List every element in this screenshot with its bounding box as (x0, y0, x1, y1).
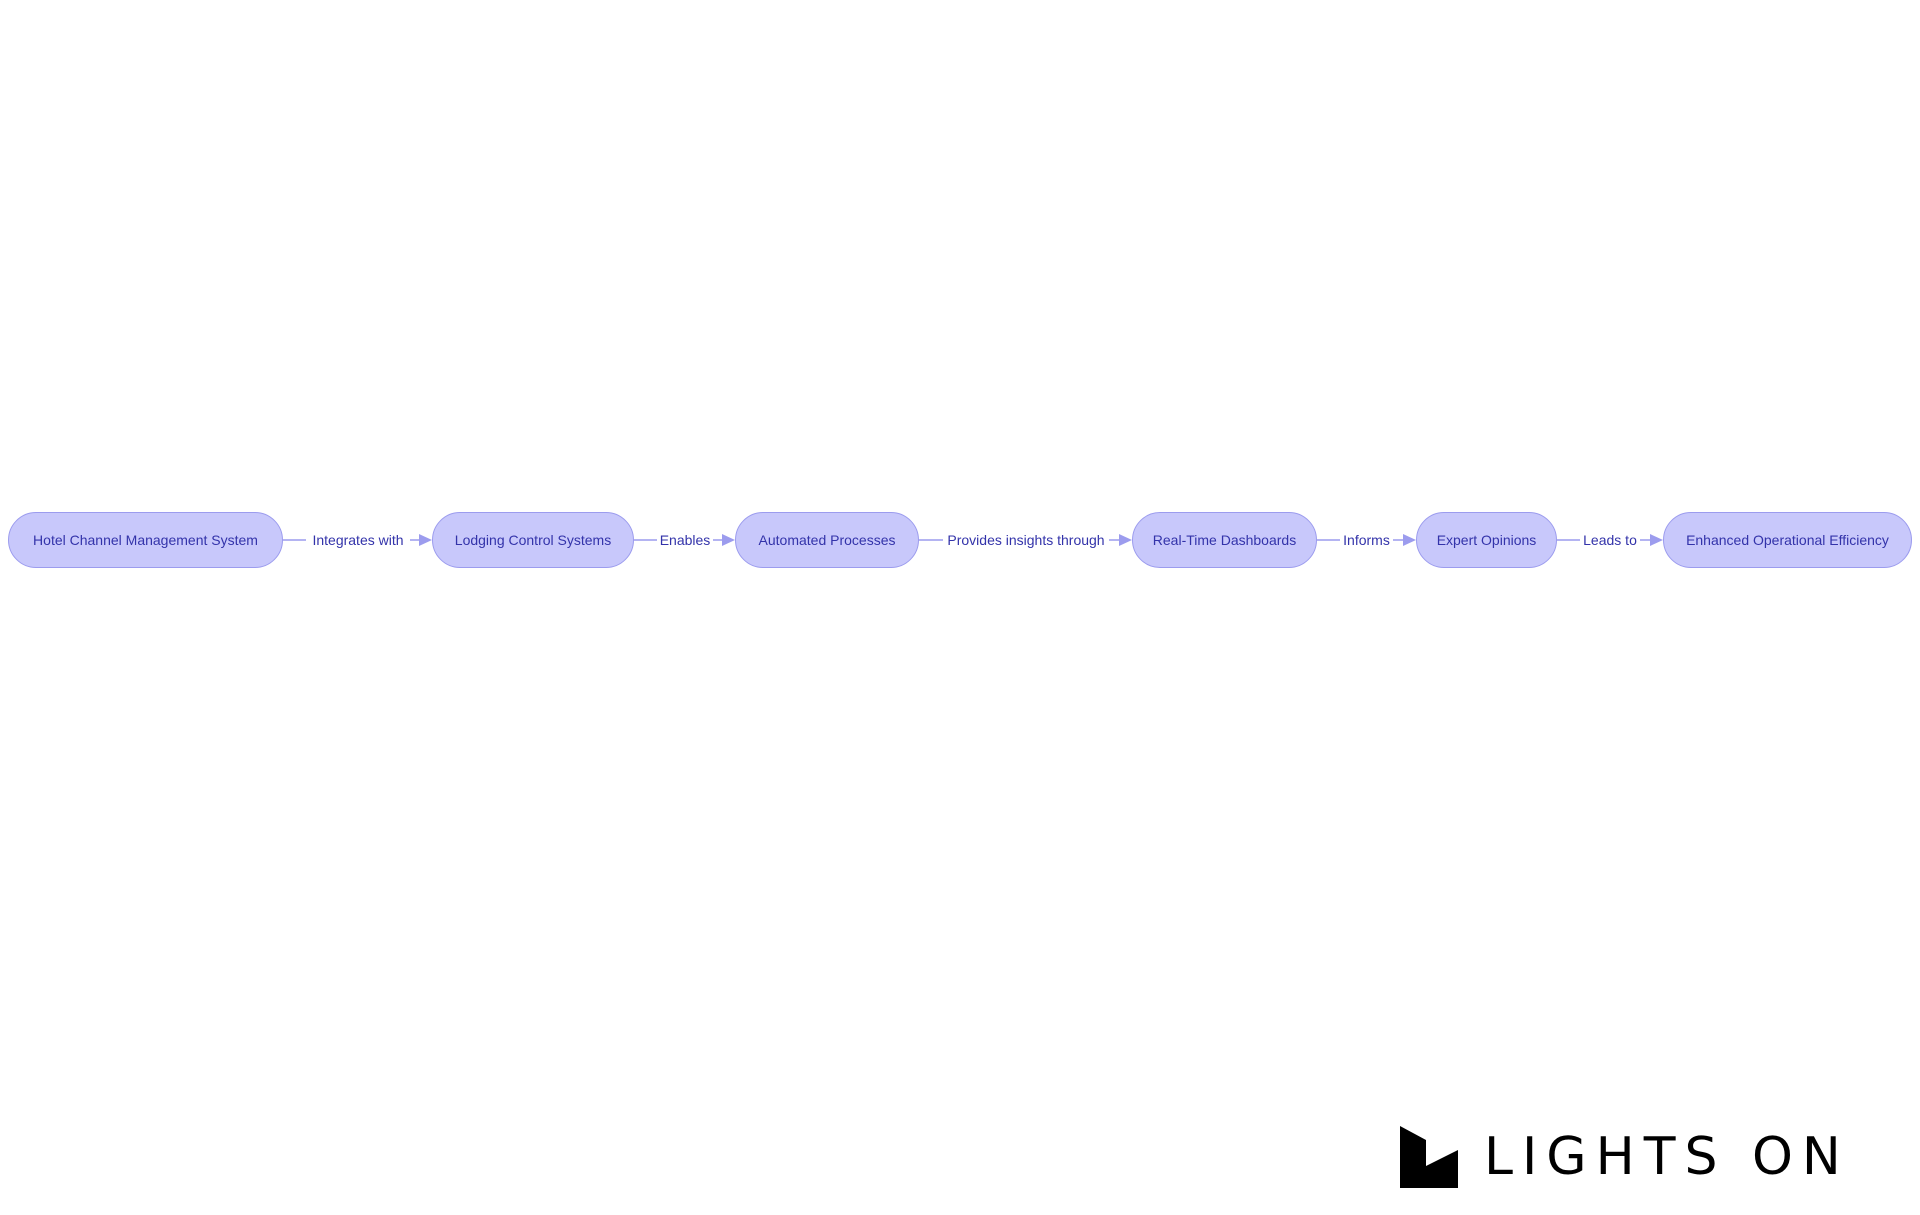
edge-arrowhead-icon (722, 534, 735, 546)
node-expert-opinions[interactable]: Expert Opinions (1416, 512, 1557, 568)
node-enhanced-operational-efficiency[interactable]: Enhanced Operational Efficiency (1663, 512, 1912, 568)
edge-label-provides-insights-through: Provides insights through (943, 530, 1109, 550)
edge-arrowhead-icon (1403, 534, 1416, 546)
node-hotel-channel-management-system[interactable]: Hotel Channel Management System (8, 512, 283, 568)
edge-arrowhead-icon (1650, 534, 1663, 546)
node-automated-processes[interactable]: Automated Processes (735, 512, 919, 568)
logo-text: LIGHTS ON (1484, 1127, 1850, 1187)
node-real-time-dashboards[interactable]: Real-Time Dashboards (1132, 512, 1317, 568)
edge-label-enables: Enables (657, 530, 713, 550)
edge-arrowhead-icon (419, 534, 432, 546)
lights-on-logo: LIGHTS ON (1398, 1126, 1850, 1188)
lights-on-logo-icon (1400, 1126, 1458, 1188)
edge-label-informs: Informs (1340, 530, 1393, 550)
edge-arrowhead-icon (1119, 534, 1132, 546)
edge-label-leads-to: Leads to (1580, 530, 1640, 550)
edge-label-integrates-with: Integrates with (306, 530, 410, 550)
node-lodging-control-systems[interactable]: Lodging Control Systems (432, 512, 634, 568)
